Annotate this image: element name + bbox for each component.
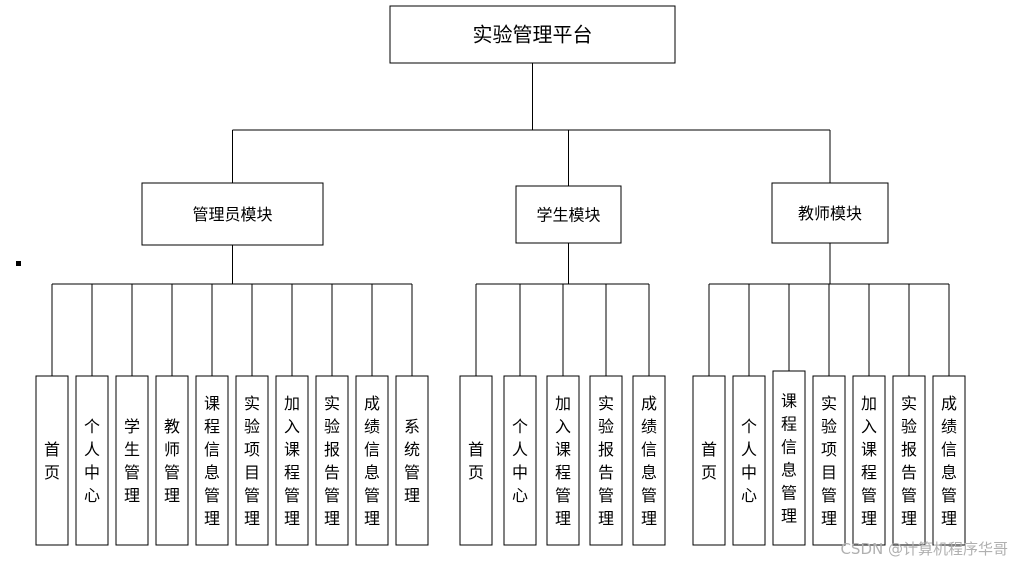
root-node-label: 实验管理平台 [473,23,593,47]
leaf-node-label: 学生管理 [124,417,140,505]
leaf-node-label: 个人中心 [512,417,528,505]
leaf-node-box [395,375,429,546]
leaf-node-box [275,375,309,546]
leaf-node-box [315,375,349,546]
leaf-node-label: 实验报告管理 [598,394,614,528]
leaf-node-label: 成绩信息管理 [941,394,957,528]
leaf-node-box [812,375,846,546]
leaf-node-label: 首页 [44,440,60,482]
leaf-node-label: 成绩信息管理 [364,394,380,528]
watermark-text: CSDN @计算机程序华哥 [840,540,1008,558]
leaf-node-box [546,375,580,546]
leaf-node-label: 实验项目管理 [244,394,260,528]
leaf-node-box [892,375,926,546]
leaf-node-box [75,375,109,546]
leaf-node-label: 实验项目管理 [821,394,837,528]
leaf-node-box [732,375,766,546]
leaf-node-box [692,375,726,546]
leaf-node-label: 个人中心 [84,417,100,505]
leaf-node-box [589,375,623,546]
leaf-node-label: 个人中心 [741,417,757,505]
leaf-node-label: 加入课程管理 [284,394,300,528]
leaf-node-box [632,375,666,546]
module-node-label: 教师模块 [798,204,862,223]
leaf-node-box [772,370,806,546]
leaf-node-box [852,375,886,546]
leaf-node-label: 加入课程管理 [555,394,571,528]
leaf-node-box [355,375,389,546]
leaf-node-label: 系统管理 [404,417,420,505]
leaf-node-box [195,375,229,546]
leaf-node-box [932,375,966,546]
leaf-node-label: 成绩信息管理 [641,394,657,528]
module-node-label: 学生模块 [536,206,600,225]
module-node-label: 管理员模块 [192,205,272,224]
leaf-node-box [155,375,189,546]
bullet-marker [16,261,21,266]
leaf-node-label: 首页 [468,440,484,482]
leaf-node-box [503,375,537,546]
leaf-node-box [35,375,69,546]
leaf-node-label: 课程信息管理 [204,394,220,528]
leaf-node-label: 加入课程管理 [861,394,877,528]
leaf-node-box [235,375,269,546]
leaf-node-label: 教师管理 [164,417,180,505]
leaf-node-label: 实验报告管理 [901,394,917,528]
root-node-box [389,5,676,64]
leaf-node-box [459,375,493,546]
leaf-node-label: 实验报告管理 [324,394,340,528]
leaf-node-label: 首页 [701,440,717,482]
leaf-node-box [115,375,149,546]
leaf-node-label: 课程信息管理 [781,392,797,526]
